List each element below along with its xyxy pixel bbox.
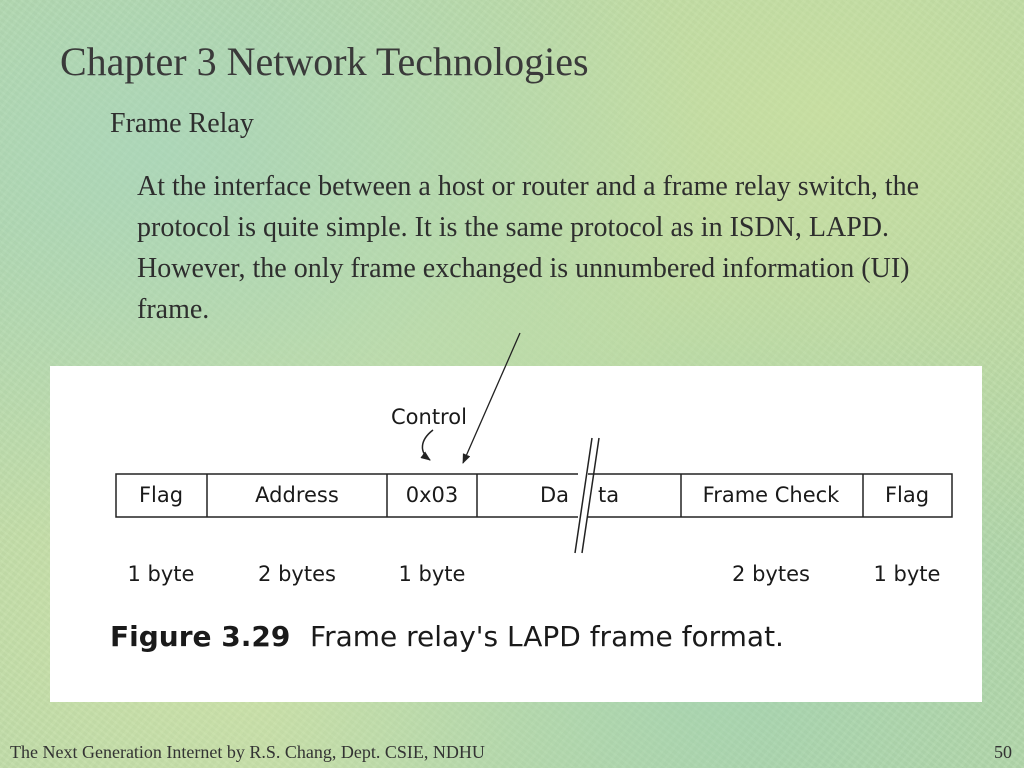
- field-size-flag: 1 byte: [128, 562, 195, 586]
- field-label-frame-check: Frame Check: [703, 483, 841, 507]
- control-arrow: [420, 429, 434, 461]
- page-number: 50: [994, 742, 1012, 762]
- break-line-right: [581, 437, 600, 554]
- figure-caption-number: Figure 3.29: [110, 620, 290, 653]
- figure-panel: [50, 366, 982, 702]
- field-label-control-value: 0x03: [406, 483, 459, 507]
- field-size-frame-check: 2 bytes: [732, 562, 810, 586]
- field-label-flag: Flag: [139, 483, 183, 507]
- field-size-control: 1 byte: [399, 562, 466, 586]
- figure-caption-text: Frame relay's LAPD frame format.: [310, 620, 784, 653]
- break-line-left: [574, 437, 593, 554]
- body-paragraph: At the interface between a host or route…: [137, 171, 920, 325]
- figure-caption: Figure 3.29 Frame relay's LAPD frame for…: [110, 620, 784, 653]
- field-label-data-right: ta: [598, 483, 619, 507]
- slide-subtitle: Frame Relay: [110, 108, 254, 139]
- field-size-address: 2 bytes: [258, 562, 336, 586]
- frame-outline: [115, 473, 953, 518]
- field-label-address: Address: [255, 483, 339, 507]
- footer-credit: The Next Generation Internet by R.S. Cha…: [10, 742, 485, 762]
- field-label-data-left: Da: [540, 483, 569, 507]
- control-label: Control: [391, 405, 467, 429]
- field-label-flag: Flag: [885, 483, 929, 507]
- field-size-flag: 1 byte: [874, 562, 941, 586]
- slide-title: Chapter 3 Network Technologies: [60, 39, 589, 84]
- pointer-arrow: [462, 332, 521, 464]
